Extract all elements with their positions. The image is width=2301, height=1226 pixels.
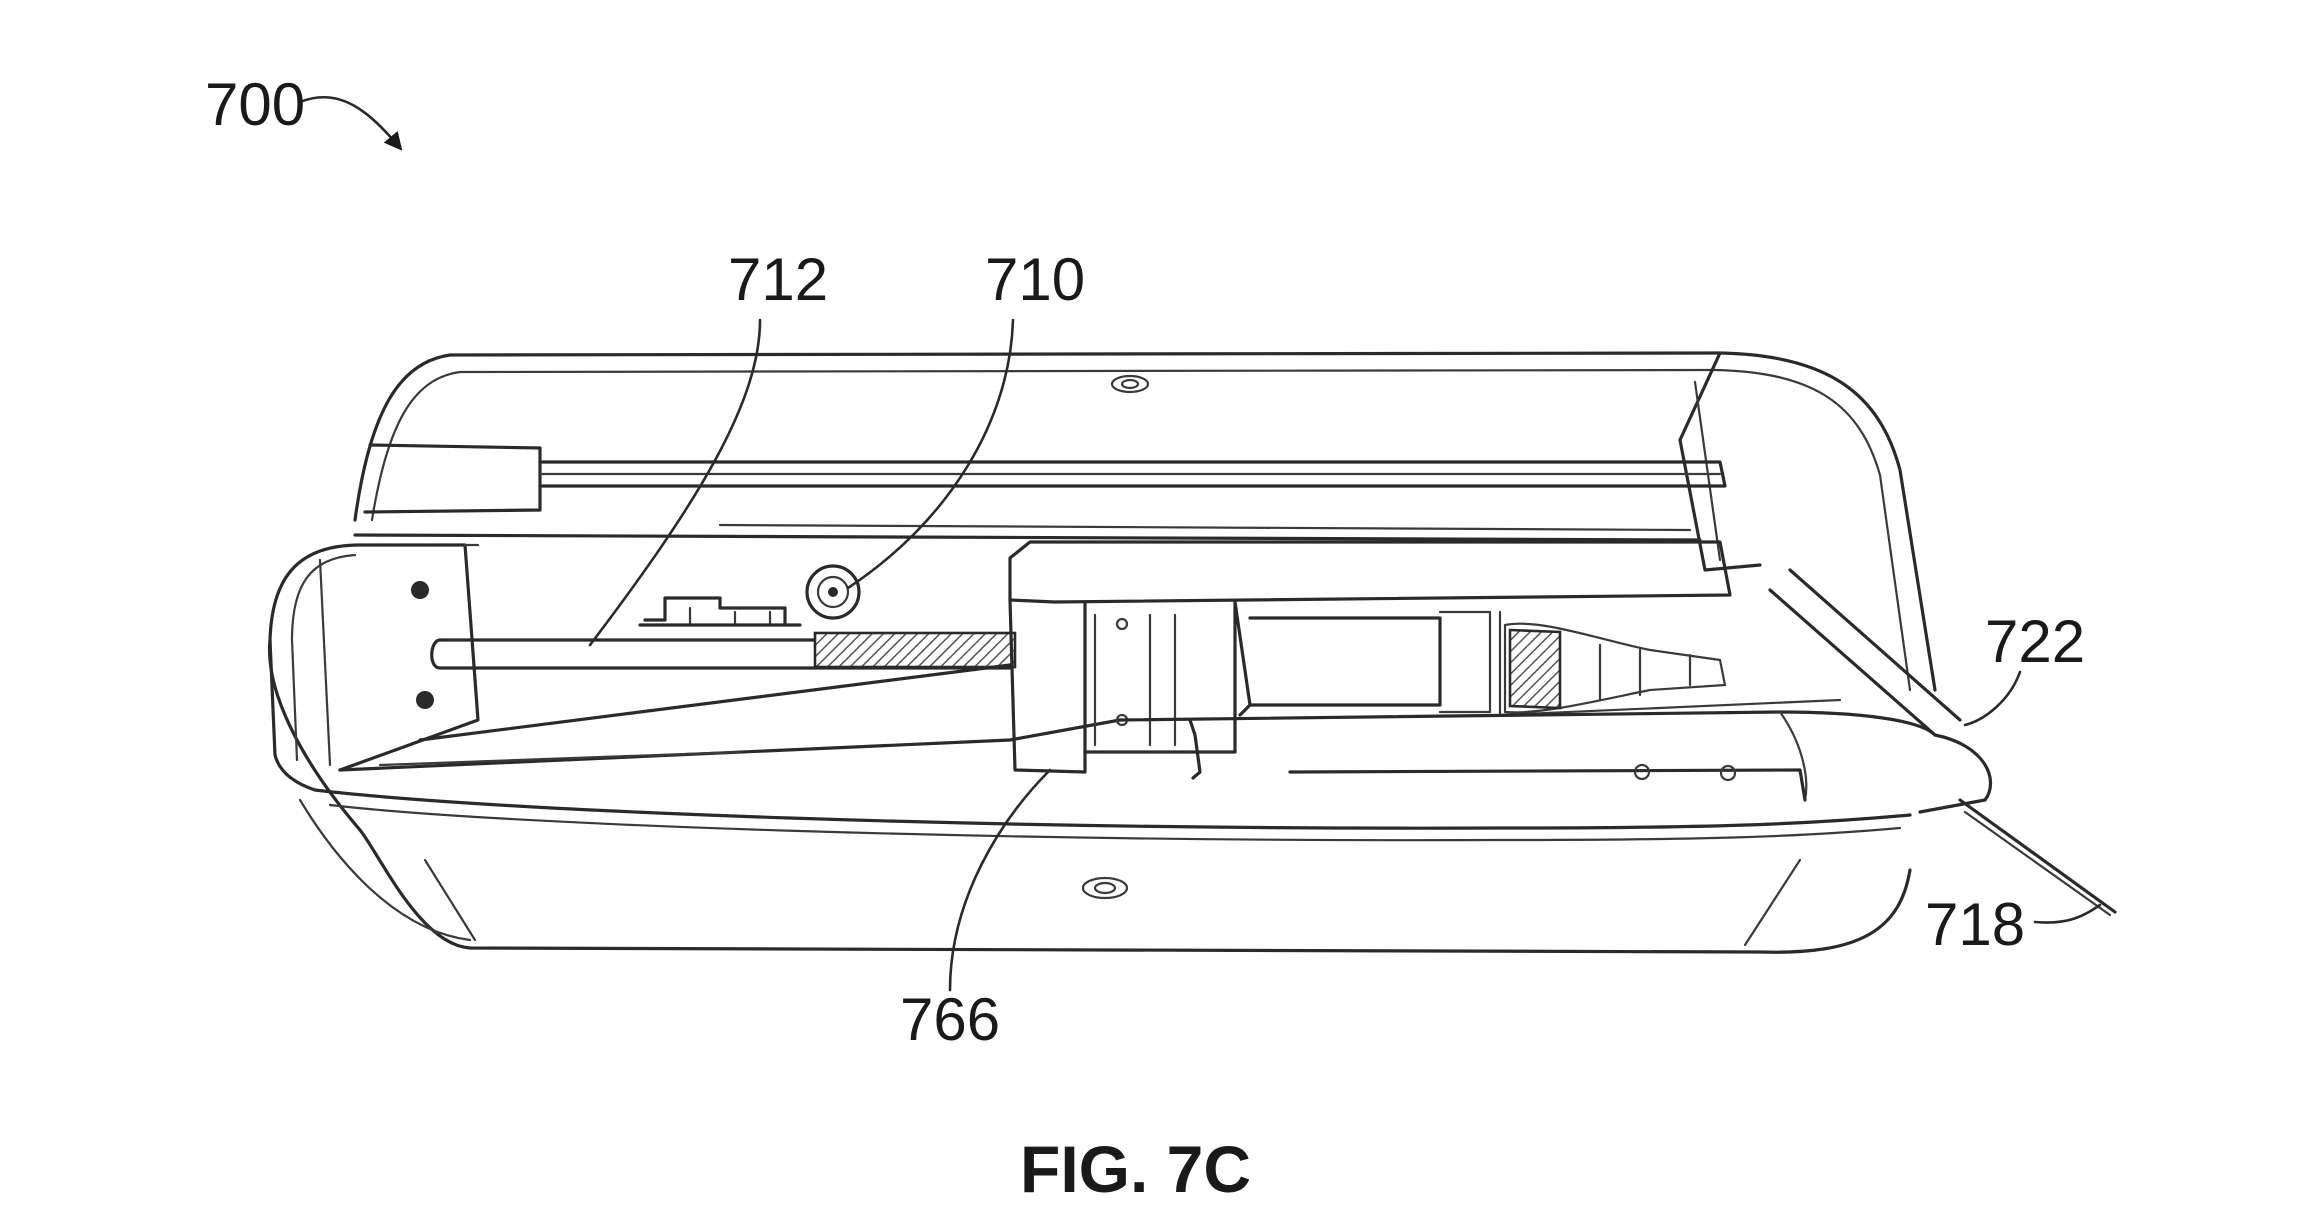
ref-718-label: 718: [1925, 891, 2025, 958]
ref-722-label: 722: [1985, 608, 2085, 675]
end-plate: [338, 543, 480, 772]
leader-lines: [298, 96, 2102, 992]
ref-700-label: 700: [205, 71, 305, 138]
rod-bracket: [638, 596, 802, 627]
figure-caption: FIG. 7C: [1020, 1132, 1251, 1206]
tip-assembly: [1118, 568, 2117, 917]
upper-rail: [353, 443, 1727, 542]
base-plate: [338, 663, 1122, 772]
ref-712-label: 712: [728, 246, 828, 313]
gear: [805, 564, 861, 620]
device-housing: [267, 351, 1937, 954]
lead-screw: [813, 631, 1017, 669]
ref-766-label: 766: [900, 986, 1000, 1053]
ref-710-label: 710: [985, 246, 1085, 313]
carriage: [1008, 540, 1842, 780]
